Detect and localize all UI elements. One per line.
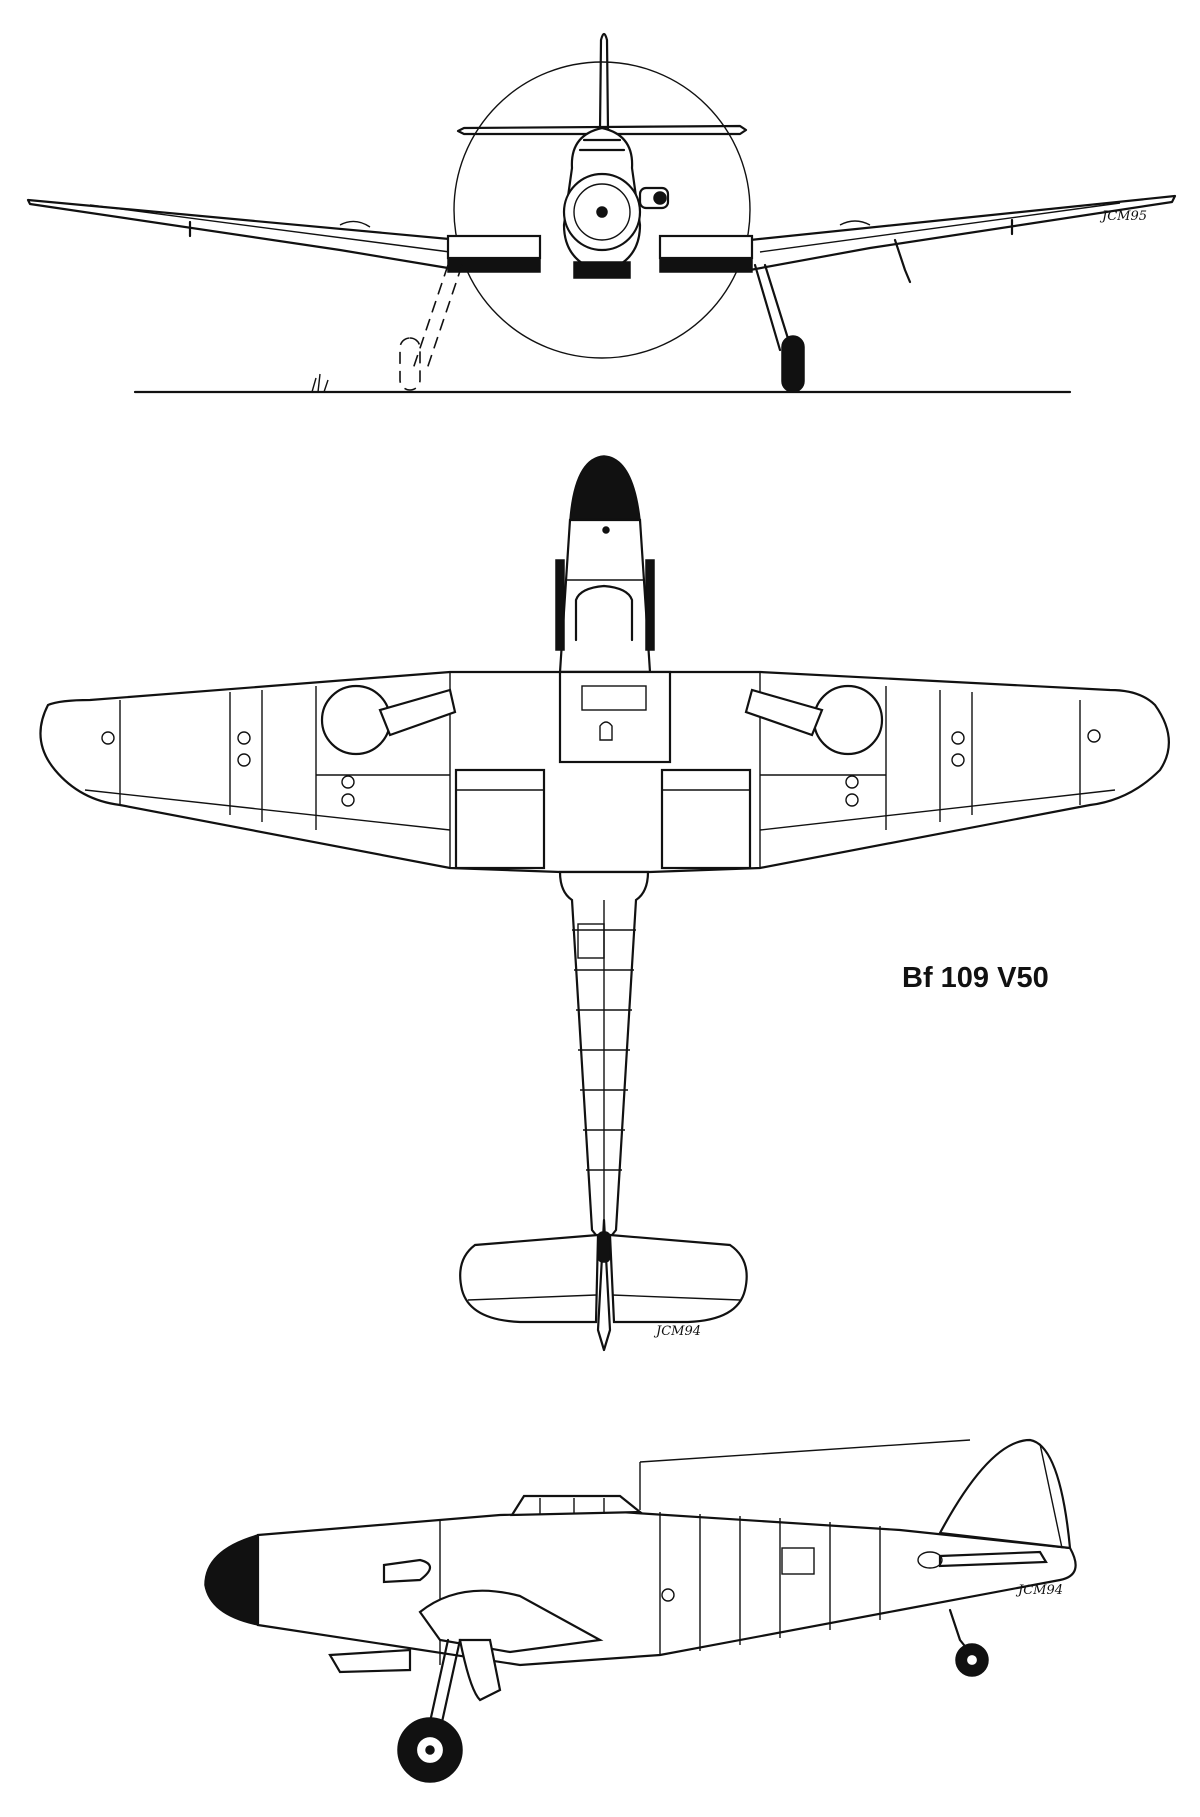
side-intake (382, 1558, 432, 1584)
front-right-wing-line (759, 202, 1121, 253)
top-view: JCM94 (39, 455, 1170, 1352)
top-canopy (574, 584, 634, 642)
side-tailplane (938, 1550, 1048, 1568)
front-right-wing (748, 194, 1177, 272)
side-canopy (509, 1494, 644, 1517)
right-elevator-line (611, 1294, 741, 1301)
front-left-wing-line (89, 204, 451, 253)
rear-hatch (577, 923, 605, 959)
left-wheel-well (320, 684, 392, 756)
rudder-hinge (1039, 1443, 1063, 1549)
center-hatch (581, 685, 647, 711)
aircraft-title: Bf 109 V50 (902, 962, 1049, 994)
top-cowling (558, 518, 652, 674)
right-gear-leg (753, 263, 792, 352)
front-left-wing (26, 198, 462, 272)
left-tailplane (459, 1233, 600, 1324)
right-radiator (659, 257, 753, 273)
tailwheel-hub (964, 1652, 980, 1668)
center-section (558, 670, 672, 764)
side-signature: JCM94 (1015, 1583, 1063, 1598)
top-signature: JCM94 (653, 1324, 701, 1339)
main-gear-leg (428, 1638, 462, 1724)
left-wheel-dashed (399, 337, 421, 391)
top-fin (596, 1218, 612, 1352)
right-tailplane (608, 1233, 748, 1324)
side-oval-panel (917, 1551, 943, 1569)
top-spinner (569, 455, 641, 521)
gear-door (458, 1638, 502, 1702)
side-spinner (204, 1534, 259, 1626)
aileron-lines (84, 789, 1116, 831)
right-wing-bump (839, 220, 871, 226)
canopy-frame (578, 138, 626, 152)
right-exhaust (645, 559, 655, 651)
propeller-disc (453, 61, 751, 359)
right-wheel (781, 335, 805, 393)
side-dot (661, 1588, 675, 1602)
tailwheel-strut (948, 1608, 970, 1652)
spinner-hub (596, 206, 608, 218)
right-antenna (893, 238, 912, 284)
left-radiator-top (454, 768, 546, 870)
side-fin (938, 1438, 1072, 1550)
cowl-dot (602, 526, 610, 534)
left-radiator-housing (446, 234, 542, 260)
left-wing-bump (339, 220, 371, 228)
center-lock (599, 721, 613, 741)
side-hatch (781, 1547, 815, 1575)
grass-tuft (311, 373, 329, 393)
tailwheel-top (597, 1231, 611, 1263)
front-fin (598, 32, 610, 132)
side-wing-root (418, 1589, 604, 1654)
spinner-inner (573, 183, 631, 241)
antenna-wire (639, 1439, 971, 1463)
left-exhaust (555, 559, 565, 651)
right-gear-bay (744, 688, 824, 737)
chin-intake (573, 261, 631, 279)
intake-opening (653, 191, 667, 205)
side-view: JCM94 (204, 1438, 1077, 1783)
right-radiator-top (660, 768, 752, 870)
front-tailplane (456, 124, 748, 136)
side-radiator (328, 1648, 412, 1674)
left-gear-bay (378, 688, 457, 737)
right-wheel-well (812, 684, 884, 756)
left-elevator-line (467, 1294, 597, 1301)
right-radiator-housing (658, 234, 754, 260)
front-signature: JCM95 (1099, 209, 1147, 224)
side-panel-lines (439, 1512, 881, 1665)
inspection-panels (101, 729, 1101, 807)
front-view: JCM95 (26, 32, 1177, 394)
main-wheel-axle (425, 1745, 435, 1755)
